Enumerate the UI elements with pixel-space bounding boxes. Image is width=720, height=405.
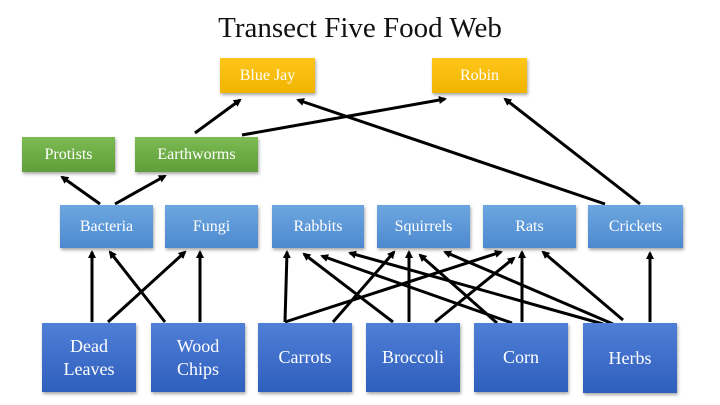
arrow-corn-to-rabbits: [320, 254, 513, 325]
diagram-title: Transect Five Food Web: [218, 12, 502, 44]
arrow-crickets-to-robin: [503, 97, 641, 206]
node-rats: Rats: [483, 205, 576, 248]
node-protists: Protists: [22, 137, 115, 172]
arrow-carrots-to-rats: [284, 250, 503, 324]
node-wood-chips: Wood Chips: [151, 323, 245, 392]
arrow-corn-to-squirrels: [418, 253, 498, 325]
arrow-earthworms-to-robin: [241, 96, 447, 137]
node-corn: Corn: [474, 323, 568, 392]
arrow-earthworms-to-blue-jay: [194, 98, 242, 135]
node-dead-leaves: Dead Leaves: [42, 323, 136, 392]
arrow-broccoli-to-rabbits: [302, 252, 394, 324]
arrow-bacteria-to-earthworms: [114, 174, 167, 206]
node-bacteria: Bacteria: [60, 205, 153, 248]
node-fungi: Fungi: [165, 205, 258, 248]
arrow-carrots-to-rabbits: [282, 250, 291, 323]
arrow-crickets-to-blue-jay: [296, 98, 606, 206]
node-earthworms: Earthworms: [135, 137, 258, 172]
arrow-bacteria-to-protists: [60, 175, 101, 206]
node-carrots: Carrots: [258, 323, 352, 392]
arrow-wood-chips-to-bacteria: [108, 250, 167, 323]
arrow-herbs-to-rats: [541, 250, 624, 322]
node-broccoli: Broccoli: [366, 323, 460, 392]
arrow-herbs-to-rabbits: [348, 250, 604, 326]
node-blue-jay: Blue Jay: [220, 58, 315, 93]
arrow-herbs-to-squirrels: [443, 250, 614, 326]
node-crickets: Crickets: [588, 205, 683, 248]
node-squirrels: Squirrels: [377, 205, 470, 248]
node-herbs: Herbs: [583, 323, 677, 393]
arrow-broccoli-to-rats: [434, 256, 516, 324]
arrow-dead-leaves-to-fungi: [106, 250, 187, 324]
node-rabbits: Rabbits: [272, 205, 364, 248]
node-robin: Robin: [432, 58, 527, 93]
